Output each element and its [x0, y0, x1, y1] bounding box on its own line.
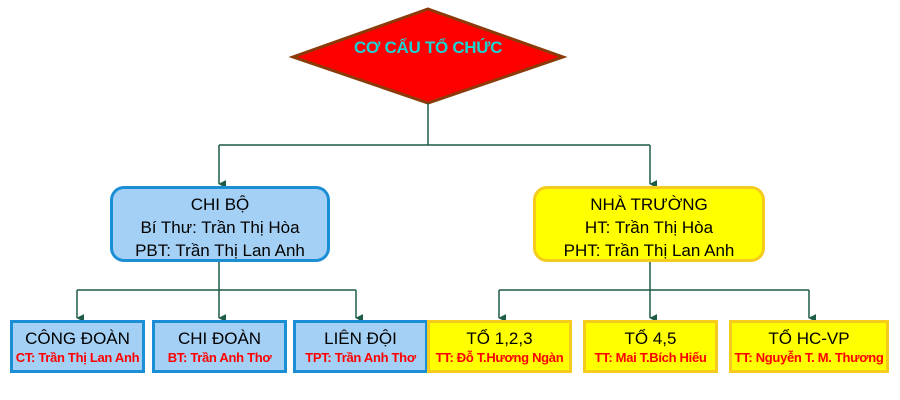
to-123-box: TỔ 1,2,3 TT: Đỗ T.Hương Ngàn — [427, 320, 572, 373]
cong-doan-leader: CT: Trần Thị Lan Anh — [15, 350, 140, 365]
root-title: CƠ CẤU TỔ CHỨC — [353, 38, 503, 57]
nha-truong-title: NHÀ TRƯỜNG — [590, 195, 708, 214]
lien-doi-leader: TPT: Trần Anh Thơ — [305, 350, 416, 365]
chi-doan-leader: BT: Trần Anh Thơ — [167, 350, 272, 365]
cong-doan-box: CÔNG ĐOÀN CT: Trần Thị Lan Anh — [10, 320, 145, 373]
to-hcvp-title: TỔ HC-VP — [768, 329, 850, 348]
to-45-leader: TT: Mai T.Bích Hiếu — [594, 350, 707, 365]
to-hcvp-box: TỔ HC-VP TT: Nguyễn T. M. Thương — [729, 320, 889, 373]
nha-truong-box: NHÀ TRƯỜNG HT: Trần Thị Hòa PHT: Trần Th… — [533, 186, 765, 262]
to-123-leader: TT: Đỗ T.Hương Ngàn — [435, 350, 564, 365]
lien-doi-title: LIÊN ĐỘI — [324, 329, 397, 348]
to-45-box: TỔ 4,5 TT: Mai T.Bích Hiếu — [583, 320, 718, 373]
to-123-title: TỔ 1,2,3 — [466, 329, 533, 348]
chi-bo-secretary: Bí Thư: Trần Thị Hòa — [140, 218, 300, 237]
chi-bo-box: CHI BỘ Bí Thư: Trần Thị Hòa PBT: Trần Th… — [110, 186, 330, 262]
chi-bo-title: CHI BỘ — [190, 195, 250, 214]
chi-doan-box: CHI ĐOÀN BT: Trần Anh Thơ — [152, 320, 287, 373]
to-hcvp-leader: TT: Nguyễn T. M. Thương — [734, 350, 884, 365]
chi-bo-deputy: PBT: Trần Thị Lan Anh — [135, 241, 305, 260]
lien-doi-box: LIÊN ĐỘI TPT: Trần Anh Thơ — [293, 320, 428, 373]
nha-truong-principal: HT: Trần Thị Hòa — [584, 218, 714, 237]
nha-truong-vice-principal: PHT: Trần Thị Lan Anh — [563, 241, 735, 260]
chi-doan-title: CHI ĐOÀN — [177, 329, 262, 348]
to-45-title: TỔ 4,5 — [624, 329, 677, 348]
cong-doan-title: CÔNG ĐOÀN — [25, 329, 130, 348]
